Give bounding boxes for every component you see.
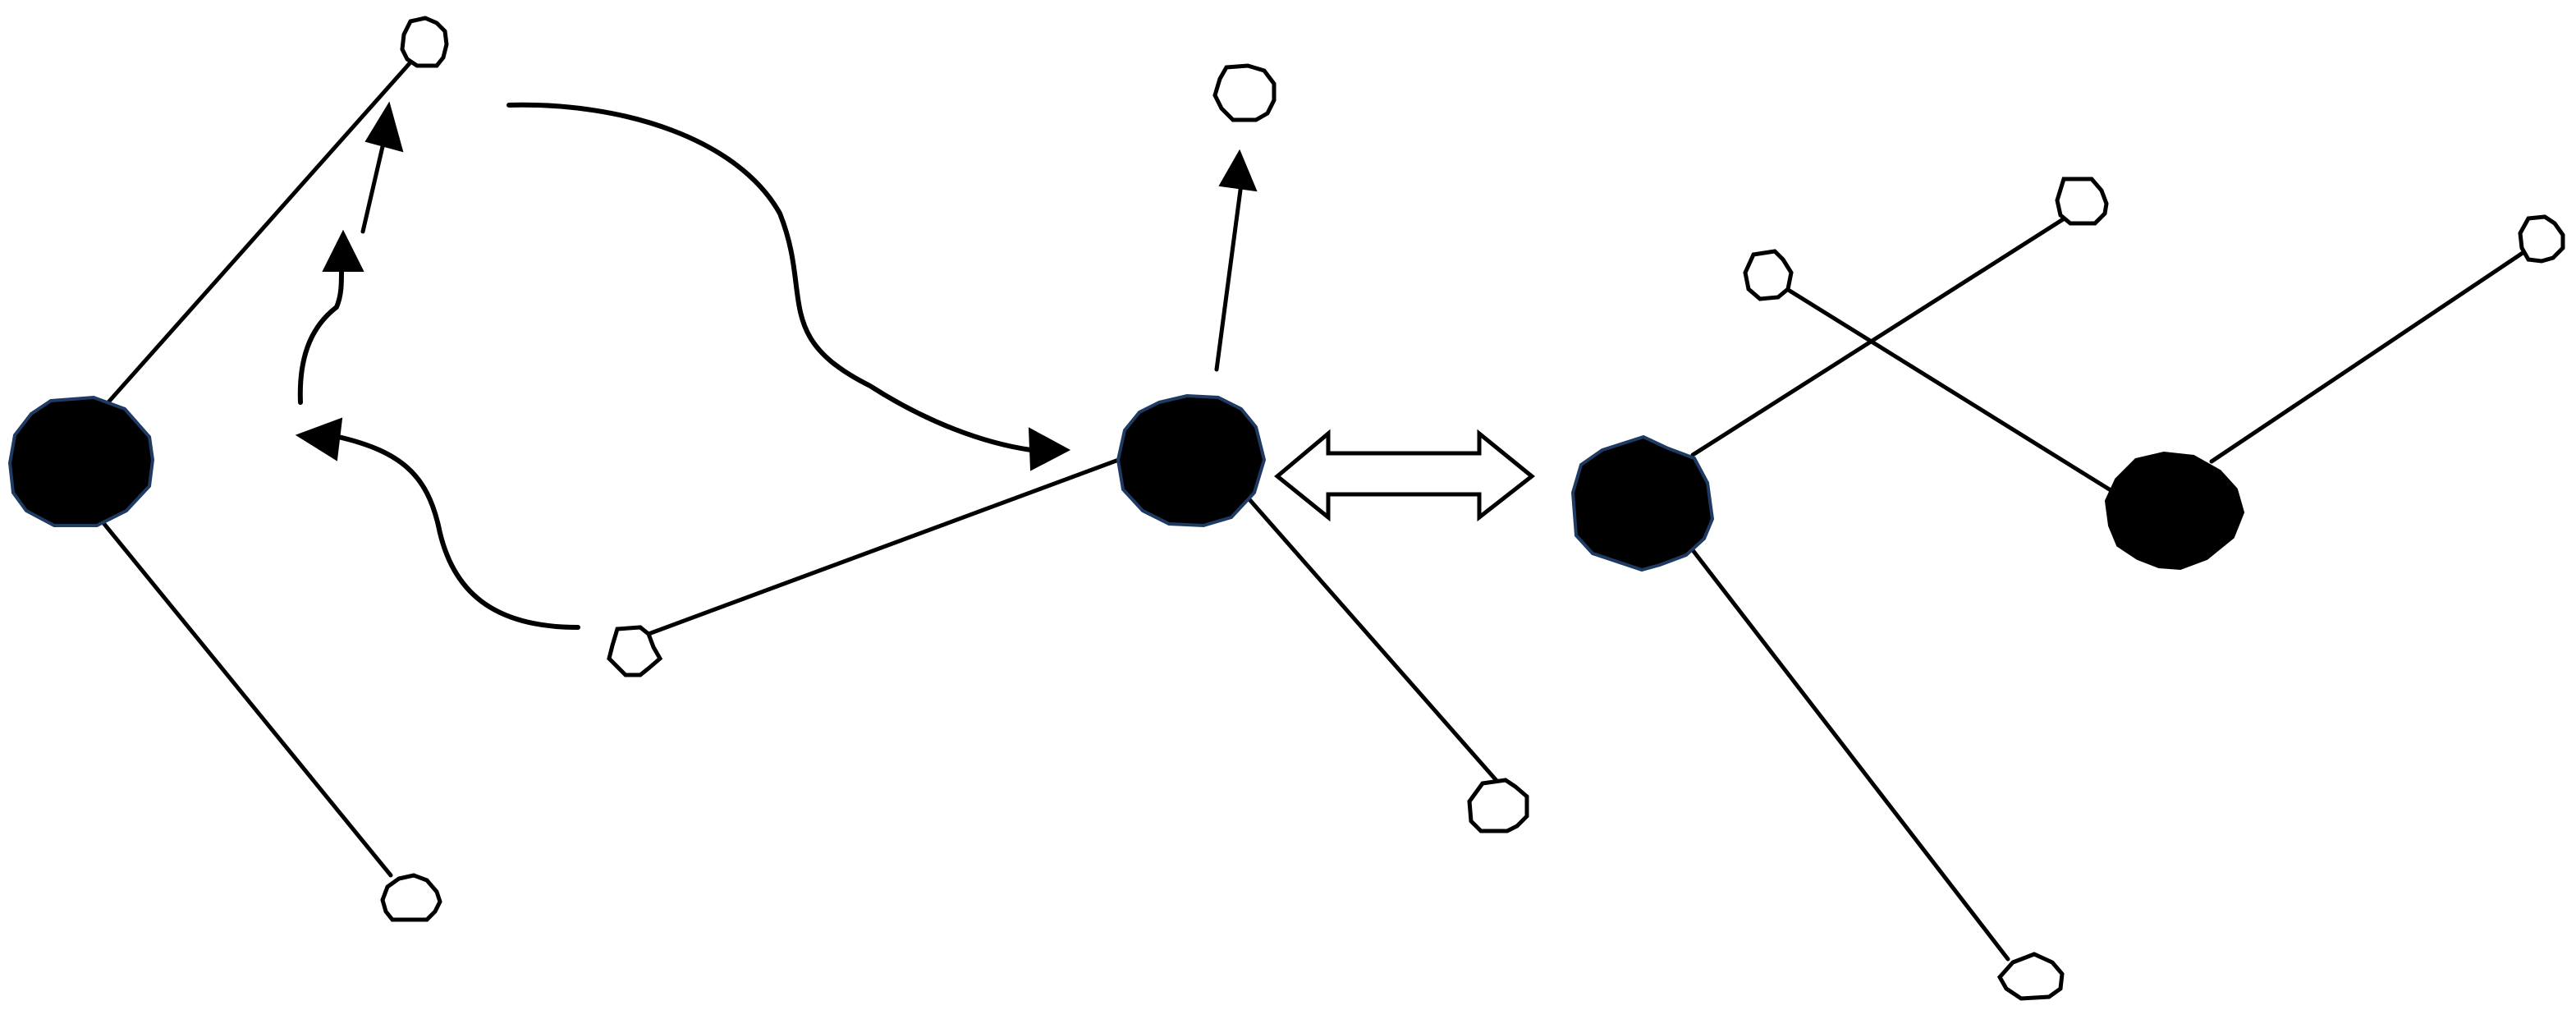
- right-bond-open-left-to-node2: [1787, 288, 2117, 495]
- curved-arrow-upper-head: [1028, 427, 1071, 471]
- left-central-filled-node: [7, 395, 155, 527]
- curved-arrow-lower-head: [295, 417, 343, 461]
- left-open-node-bottom: [380, 873, 442, 922]
- curved-arrow-small-path: [297, 269, 344, 405]
- middle-central-filled-node: [1116, 393, 1267, 528]
- curved-arrow-small-upward: [297, 229, 364, 405]
- middle-bond-to-open-left: [646, 456, 1125, 636]
- right-bond-node1-to-open-bottom: [1690, 548, 2010, 962]
- left-bond-lower: [98, 516, 393, 878]
- equilibrium-double-arrow-icon: [1274, 429, 1536, 522]
- right-bond-node2-to-open-right: [2209, 249, 2528, 464]
- middle-open-node-top: [1212, 63, 1277, 122]
- middle-structure: [607, 63, 1529, 833]
- right-structure: [1570, 177, 2565, 1001]
- right-open-node-top: [2055, 177, 2109, 226]
- right-open-node-bottom: [1996, 952, 2065, 1001]
- straight-arrow-left-shaft: [360, 137, 387, 234]
- right-filled-node-1: [1570, 434, 1715, 572]
- curved-arrow-lower-path: [336, 434, 580, 630]
- left-structure: [7, 16, 449, 922]
- left-open-node-top: [400, 16, 449, 68]
- middle-arrow-head-up: [1218, 149, 1258, 192]
- left-bond-upper: [104, 60, 413, 406]
- curved-arrow-to-middle-node: [506, 102, 1071, 471]
- middle-arrow-shaft-up: [1214, 181, 1244, 372]
- curved-arrow-upper-path: [506, 102, 1034, 452]
- curved-arrow-lower-left: [295, 417, 580, 630]
- right-open-node-left: [1743, 249, 1794, 301]
- middle-open-node-left: [607, 625, 663, 677]
- right-open-node-right: [2518, 214, 2565, 264]
- right-filled-node-2: [2104, 451, 2245, 571]
- curved-arrow-small-head: [322, 229, 364, 272]
- straight-arrow-left-head: [364, 101, 404, 153]
- middle-bond-to-open-bottom: [1245, 495, 1501, 786]
- middle-open-node-bottom: [1467, 778, 1529, 833]
- straight-arrow-left: [360, 101, 404, 234]
- right-bond-node1-to-open-top: [1690, 214, 2070, 457]
